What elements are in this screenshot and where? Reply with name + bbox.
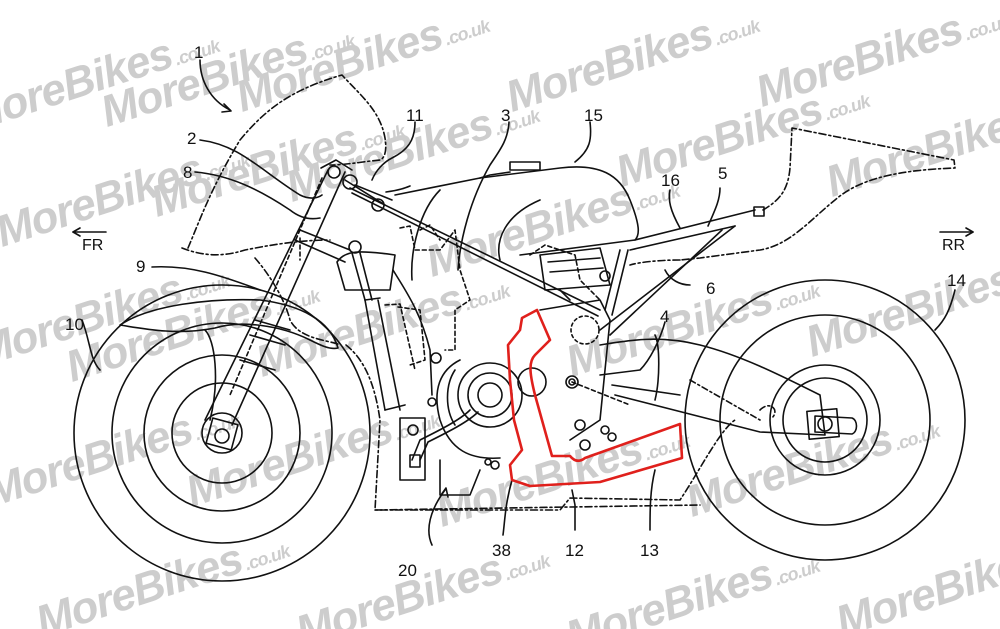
ref-15: 15 (584, 106, 603, 125)
front-fork (204, 159, 353, 426)
ref-4: 4 (660, 307, 670, 326)
ref-14: 14 (947, 271, 966, 290)
ref-1: 1 (194, 43, 204, 62)
ref-16: 16 (661, 171, 680, 190)
ref-10: 10 (65, 315, 84, 334)
rear-wheel (684, 279, 966, 561)
ref-9: 9 (136, 257, 146, 276)
ref-11: 11 (406, 106, 424, 125)
ref-38: 38 (492, 541, 511, 560)
ref-6: 6 (706, 279, 716, 298)
direction-front-label: FR (82, 237, 104, 254)
ref-3: 3 (501, 106, 511, 125)
ref-8: 8 (183, 163, 193, 182)
ref-13: 13 (640, 541, 659, 560)
ref-2: 2 (187, 129, 197, 148)
highlighted-exhaust-part (506, 308, 684, 488)
ref-20: 20 (398, 561, 417, 580)
ref-12: 12 (565, 541, 584, 560)
front-wheel (73, 284, 371, 582)
direction-rear-label: RR (942, 237, 966, 254)
ref-5: 5 (718, 164, 728, 183)
